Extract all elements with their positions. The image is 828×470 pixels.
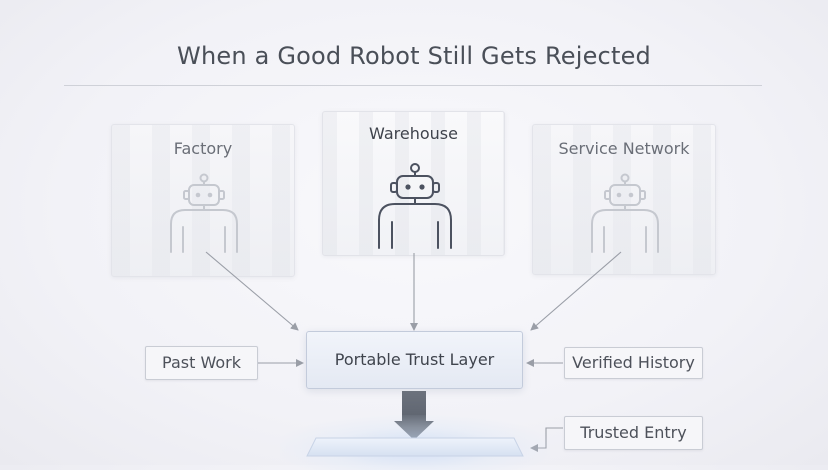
source-label-factory: Factory xyxy=(173,139,233,158)
trusted-entry-box: Trusted Entry xyxy=(564,416,703,450)
portable-trust-layer-box: Portable Trust Layer xyxy=(306,331,523,389)
robot-icon xyxy=(170,173,238,253)
source-label-service-network: Service Network xyxy=(558,139,690,158)
entry-platform xyxy=(306,437,524,457)
past-work-box: Past Work xyxy=(145,346,258,380)
arrow-factory-to-trust xyxy=(205,251,299,331)
robot-icon xyxy=(378,163,452,249)
verified-history-box: Verified History xyxy=(564,347,703,379)
trusted-entry-label: Trusted Entry xyxy=(580,423,687,442)
diagram-title: When a Good Robot Still Gets Rejected xyxy=(177,42,651,70)
arrow-service-to-trust xyxy=(530,251,622,331)
source-card-service-network: Service Network xyxy=(532,124,716,275)
source-card-factory: Factory xyxy=(111,124,295,277)
past-work-label: Past Work xyxy=(162,353,241,372)
source-label-warehouse: Warehouse xyxy=(369,124,458,143)
portable-trust-layer-label: Portable Trust Layer xyxy=(334,350,495,369)
source-card-warehouse: Warehouse xyxy=(322,111,505,256)
title-divider xyxy=(64,85,762,86)
robot-icon xyxy=(591,173,659,253)
verified-history-label: Verified History xyxy=(572,353,695,372)
